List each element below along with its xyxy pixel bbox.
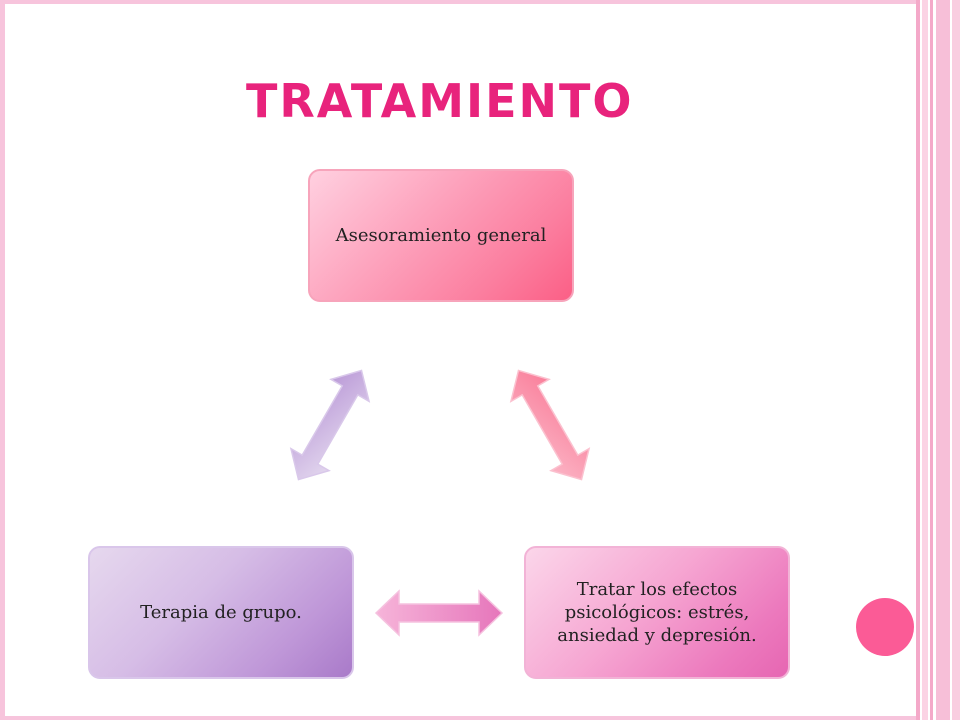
node-group-therapy: Terapia de grupo. bbox=[88, 546, 354, 679]
slide-frame-right-stripe bbox=[936, 0, 950, 720]
slide-title: Tratamiento bbox=[246, 74, 634, 128]
node-label: Tratar los efectos psicológicos: estrés,… bbox=[557, 579, 757, 646]
slide-frame-right-stripe bbox=[922, 0, 928, 720]
node-label: Asesoramiento general bbox=[335, 225, 547, 246]
slide-frame-top bbox=[0, 0, 920, 4]
node-psychological-effects: Tratar los efectos psicológicos: estrés,… bbox=[524, 546, 790, 679]
arrow-left-right bbox=[375, 590, 503, 636]
slide-frame-right-stripe bbox=[930, 0, 933, 720]
node-label: Terapia de grupo. bbox=[140, 602, 302, 623]
slide-frame-right-stripe bbox=[952, 0, 960, 720]
slide-frame-bottom bbox=[0, 716, 920, 720]
decorative-circle bbox=[856, 598, 914, 656]
slide-frame-right-stripe bbox=[916, 0, 920, 720]
arrow-left-top bbox=[278, 358, 382, 492]
node-general-counseling: Asesoramiento general bbox=[308, 169, 574, 302]
slide-frame-left bbox=[0, 0, 5, 720]
arrow-top-right bbox=[498, 358, 602, 492]
